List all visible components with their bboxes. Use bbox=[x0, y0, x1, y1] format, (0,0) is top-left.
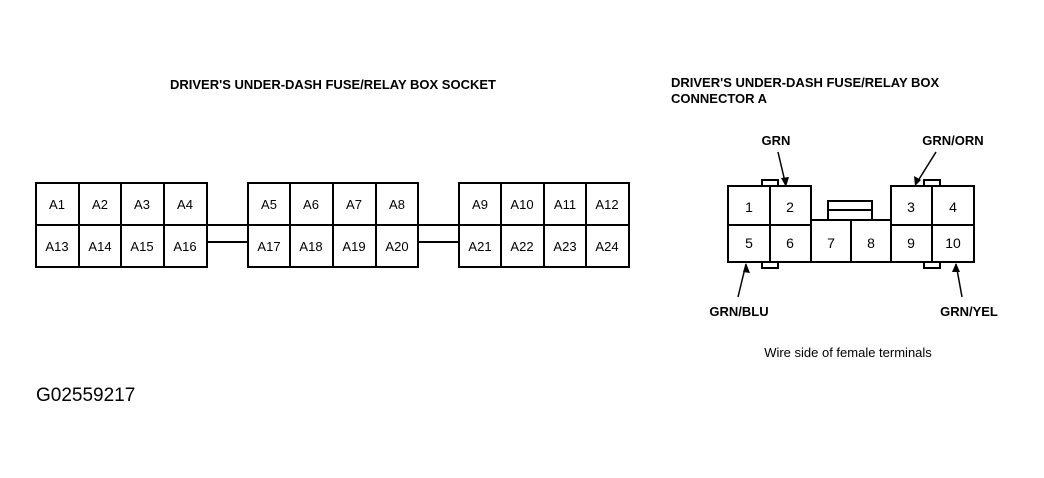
socket-cell: A10 bbox=[510, 197, 533, 212]
connector-key-notch bbox=[923, 261, 941, 269]
connector-key-notch bbox=[761, 261, 779, 269]
socket-cell: A24 bbox=[595, 239, 618, 254]
pin-9: 9 bbox=[907, 235, 915, 251]
arrowhead-icon bbox=[743, 263, 750, 273]
socket-cell: A15 bbox=[130, 239, 153, 254]
connector-key-notch bbox=[761, 179, 779, 187]
socket-cell: A3 bbox=[134, 197, 150, 212]
socket-cell: A13 bbox=[45, 239, 68, 254]
socket-cell: A2 bbox=[92, 197, 108, 212]
wire-label-grn-blu: GRN/BLU bbox=[709, 304, 768, 319]
socket-diagram bbox=[35, 182, 630, 268]
connector-title-line2: CONNECTOR A bbox=[671, 91, 768, 106]
pin-3: 3 bbox=[907, 199, 915, 215]
wire-label-grn: GRN bbox=[762, 133, 791, 148]
socket-cell: A16 bbox=[173, 239, 196, 254]
socket-cell: A1 bbox=[49, 197, 65, 212]
pin-1: 1 bbox=[745, 199, 753, 215]
pin-6: 6 bbox=[786, 235, 794, 251]
pin-10: 10 bbox=[945, 235, 961, 251]
connector-a-diagram bbox=[727, 179, 975, 269]
arrowhead-icon bbox=[914, 176, 921, 186]
socket-cell: A20 bbox=[385, 239, 408, 254]
socket-cell: A4 bbox=[177, 197, 193, 212]
arrowhead-icon bbox=[781, 177, 789, 187]
connector-title-line1: DRIVER'S UNDER-DASH FUSE/RELAY BOX bbox=[671, 75, 940, 90]
socket-cell: A5 bbox=[261, 197, 277, 212]
socket-title: DRIVER'S UNDER-DASH FUSE/RELAY BOX SOCKE… bbox=[170, 77, 496, 92]
wire-label-grn-yel: GRN/YEL bbox=[940, 304, 998, 319]
socket-block-3 bbox=[458, 182, 630, 268]
socket-cell: A17 bbox=[257, 239, 280, 254]
socket-cell: A9 bbox=[472, 197, 488, 212]
socket-cell: A14 bbox=[88, 239, 111, 254]
socket-cell: A23 bbox=[553, 239, 576, 254]
pin-5: 5 bbox=[745, 235, 753, 251]
arrowhead-icon bbox=[952, 263, 960, 272]
socket-cell: A19 bbox=[342, 239, 365, 254]
socket-cell: A12 bbox=[595, 197, 618, 212]
socket-cell: A6 bbox=[303, 197, 319, 212]
connector-pins: 1 2 3 4 5 6 7 8 9 10 bbox=[745, 199, 961, 251]
pin-7: 7 bbox=[827, 235, 835, 251]
socket-cell: A7 bbox=[346, 197, 362, 212]
socket-block-2 bbox=[247, 182, 419, 268]
connector-caption: Wire side of female terminals bbox=[764, 345, 932, 360]
socket-cell: A18 bbox=[299, 239, 322, 254]
socket-cell: A8 bbox=[389, 197, 405, 212]
wire-arrowheads bbox=[743, 176, 960, 273]
socket-block-1 bbox=[35, 182, 208, 268]
connector-key-notch bbox=[923, 179, 941, 187]
leader-grn-orn bbox=[915, 151, 937, 185]
pin-2: 2 bbox=[786, 199, 794, 215]
socket-cell: A11 bbox=[554, 197, 576, 212]
socket-cell: A21 bbox=[468, 239, 491, 254]
socket-labels: A1 A2 A3 A4 A13 A14 A15 A16 A5 A6 A7 A8 … bbox=[45, 197, 618, 254]
wire-label-grn-orn: GRN/ORN bbox=[922, 133, 983, 148]
figure-code: G02559217 bbox=[36, 385, 135, 406]
socket-cell: A22 bbox=[510, 239, 533, 254]
pin-4: 4 bbox=[949, 199, 957, 215]
pin-8: 8 bbox=[867, 235, 875, 251]
